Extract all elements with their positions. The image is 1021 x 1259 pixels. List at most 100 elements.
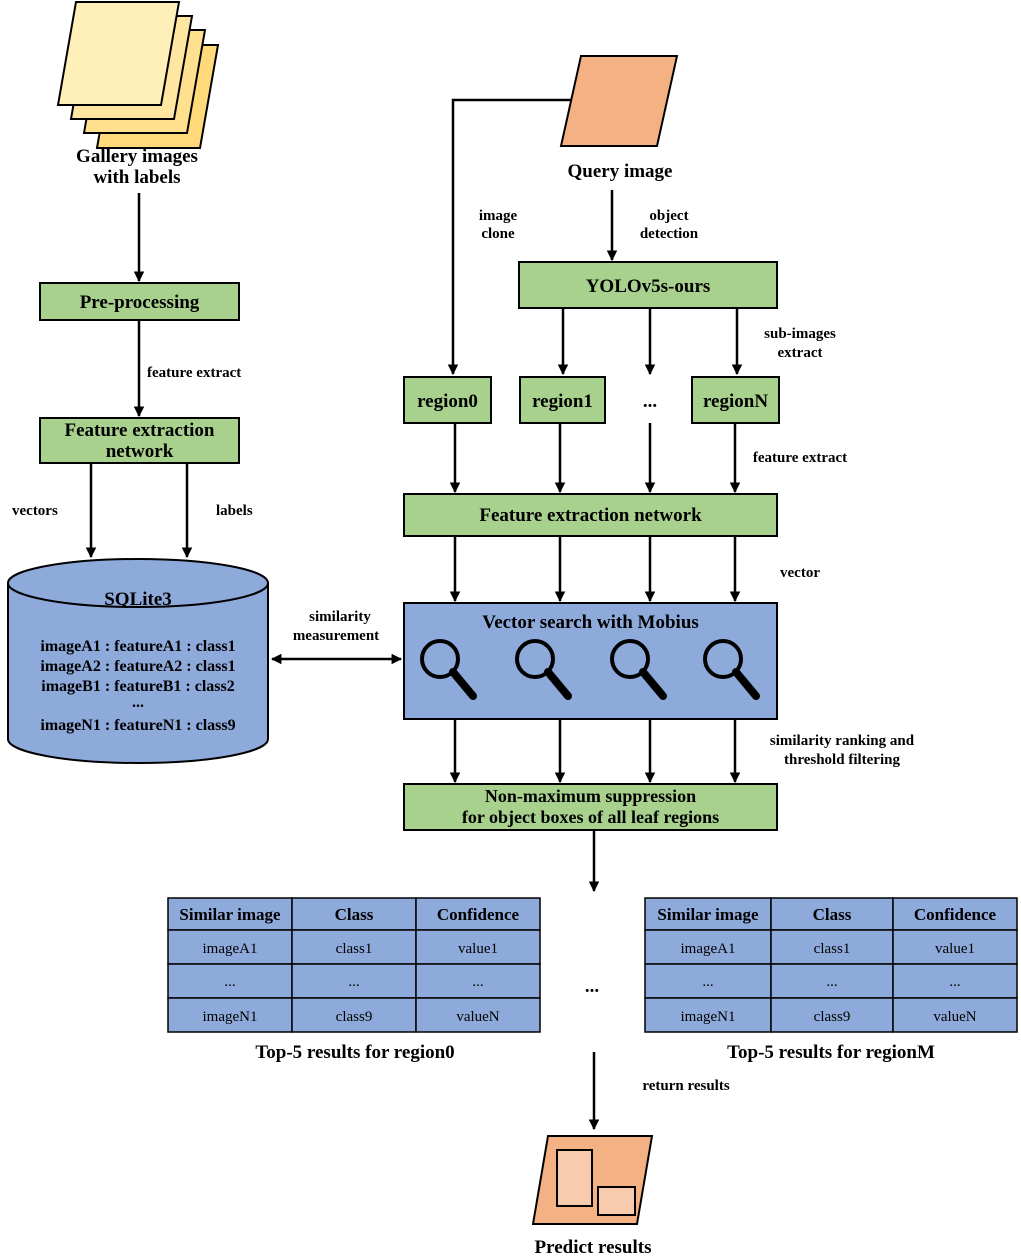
- nms-box: [403, 783, 778, 831]
- table-header: Confidence: [437, 905, 520, 924]
- magnifier-icon: [610, 639, 667, 700]
- table-cell-text: ...: [826, 974, 837, 990]
- table-cell-text: valueN: [933, 1009, 976, 1025]
- table-cell-text: ...: [472, 974, 483, 990]
- database-row: imageB1 : featureB1 : class2: [41, 678, 234, 695]
- vector-search-box: [403, 602, 778, 720]
- edge-label-similarity-1: similarity: [309, 609, 371, 625]
- table-header: Confidence: [914, 905, 997, 924]
- table-cell-text: class1: [814, 941, 851, 957]
- table-cell: [644, 963, 772, 999]
- table-cell: [892, 997, 1018, 1033]
- database-cylinder: [7, 558, 269, 764]
- region1-box: [519, 376, 606, 424]
- table-header: Similar image: [657, 905, 759, 924]
- preprocessing-box: [39, 282, 240, 321]
- table-cell-text: ...: [224, 974, 235, 990]
- regionN-label: regionN: [703, 391, 768, 412]
- magnifier-icon: [515, 639, 572, 700]
- table-cell-text: ...: [949, 974, 960, 990]
- table-header: Class: [813, 905, 852, 924]
- region1-label: region1: [532, 391, 593, 412]
- table-header-cell: [892, 897, 1018, 931]
- yolo-box: [518, 261, 778, 309]
- feature-net-right-box: [403, 493, 778, 537]
- yolo-label: YOLOv5s-ours: [586, 276, 711, 297]
- query-label: Query image: [567, 161, 672, 182]
- table-caption-right: Top-5 results for regionM: [727, 1042, 935, 1063]
- preprocessing-label: Pre-processing: [80, 292, 200, 313]
- table-cell-text: value1: [935, 941, 975, 957]
- stacked-images-icon: [56, 1, 220, 149]
- table-cell-text: class1: [336, 941, 373, 957]
- table-cell: [167, 997, 293, 1033]
- table-cell: [892, 963, 1018, 999]
- table-header: Class: [335, 905, 374, 924]
- database-row: imageN1 : featureN1 : class9: [40, 717, 235, 734]
- feature-net-left-box: [39, 417, 240, 464]
- table-header-cell: [167, 897, 293, 931]
- edge-label-return-results: return results: [642, 1078, 730, 1094]
- edge-label-sub-images-1: sub-images: [764, 326, 836, 342]
- magnifier-icon: [420, 639, 477, 700]
- table-cell-text: imageA1: [681, 941, 736, 957]
- table-cell: [291, 929, 417, 965]
- table-cell-text: imageN1: [203, 1009, 258, 1025]
- region0-box: [403, 376, 492, 424]
- nms-label-1: Non-maximum suppression: [485, 786, 696, 806]
- table-cell: [415, 997, 541, 1033]
- table-cell-text: imageA1: [203, 941, 258, 957]
- edge-label-feature-extract-left: feature extract: [147, 365, 241, 381]
- magnifier-icon: [703, 639, 760, 700]
- arrow-image-clone: [447, 98, 572, 376]
- table-cell-text: valueN: [456, 1009, 499, 1025]
- edge-label-ranking-1: similarity ranking and: [770, 733, 915, 749]
- edge-label-object-detection-1: object: [649, 208, 688, 224]
- table-cell: [644, 997, 772, 1033]
- table-cell: [415, 963, 541, 999]
- edge-label-ranking-2: threshold filtering: [784, 752, 900, 768]
- edge-label-vectors: vectors: [12, 503, 58, 519]
- edge-label-vector: vector: [780, 565, 820, 581]
- database-row: imageA1 : featureA1 : class1: [40, 638, 235, 655]
- vector-search-label: Vector search with Mobius: [482, 612, 699, 633]
- predict-results-icon: [531, 1135, 654, 1225]
- table-cell: [291, 997, 417, 1033]
- table-cell: [892, 929, 1018, 965]
- results-table-left: Similar image Class Confidence imageA1 c…: [167, 897, 541, 1033]
- edge-label-image-clone-2: clone: [481, 226, 515, 242]
- table-cell-text: ...: [348, 974, 359, 990]
- table-cell-text: class9: [814, 1009, 851, 1025]
- database-row: imageA2 : featureA2 : class1: [40, 658, 235, 675]
- table-cell-text: class9: [336, 1009, 373, 1025]
- edge-label-object-detection-2: detection: [640, 226, 699, 242]
- edge-label-image-clone-1: image: [479, 208, 518, 224]
- edge-label-sub-images-2: extract: [778, 345, 823, 361]
- table-header-cell: [770, 897, 894, 931]
- edge-label-labels: labels: [216, 503, 253, 519]
- gallery-label-1: Gallery images: [76, 146, 198, 167]
- edge-label-similarity-2: measurement: [293, 628, 379, 644]
- table-caption-left: Top-5 results for region0: [255, 1042, 454, 1063]
- feature-net-left-label-1: Feature extraction: [64, 420, 214, 441]
- table-header: Similar image: [179, 905, 281, 924]
- feature-net-left-label-2: network: [106, 441, 174, 462]
- table-cell-text: value1: [458, 941, 498, 957]
- table-cell-text: ...: [702, 974, 713, 990]
- region-dots: ...: [643, 391, 657, 412]
- results-table-right: Similar image Class Confidence imageA1 c…: [644, 897, 1018, 1033]
- predict-label: Predict results: [535, 1237, 652, 1258]
- database-title: SQLite3: [104, 589, 172, 610]
- table-cell: [770, 997, 894, 1033]
- gallery-label-2: with labels: [93, 167, 180, 188]
- table-cell: [644, 929, 772, 965]
- query-image-icon: [559, 55, 679, 147]
- feature-net-right-label: Feature extraction network: [479, 505, 702, 526]
- database-row: ...: [132, 694, 144, 711]
- table-cell-text: imageN1: [681, 1009, 736, 1025]
- edge-label-feature-extract-right: feature extract: [753, 450, 847, 466]
- nms-label-2: for object boxes of all leaf regions: [462, 807, 719, 827]
- table-gap-dots: ...: [585, 976, 599, 997]
- region0-label: region0: [417, 391, 478, 412]
